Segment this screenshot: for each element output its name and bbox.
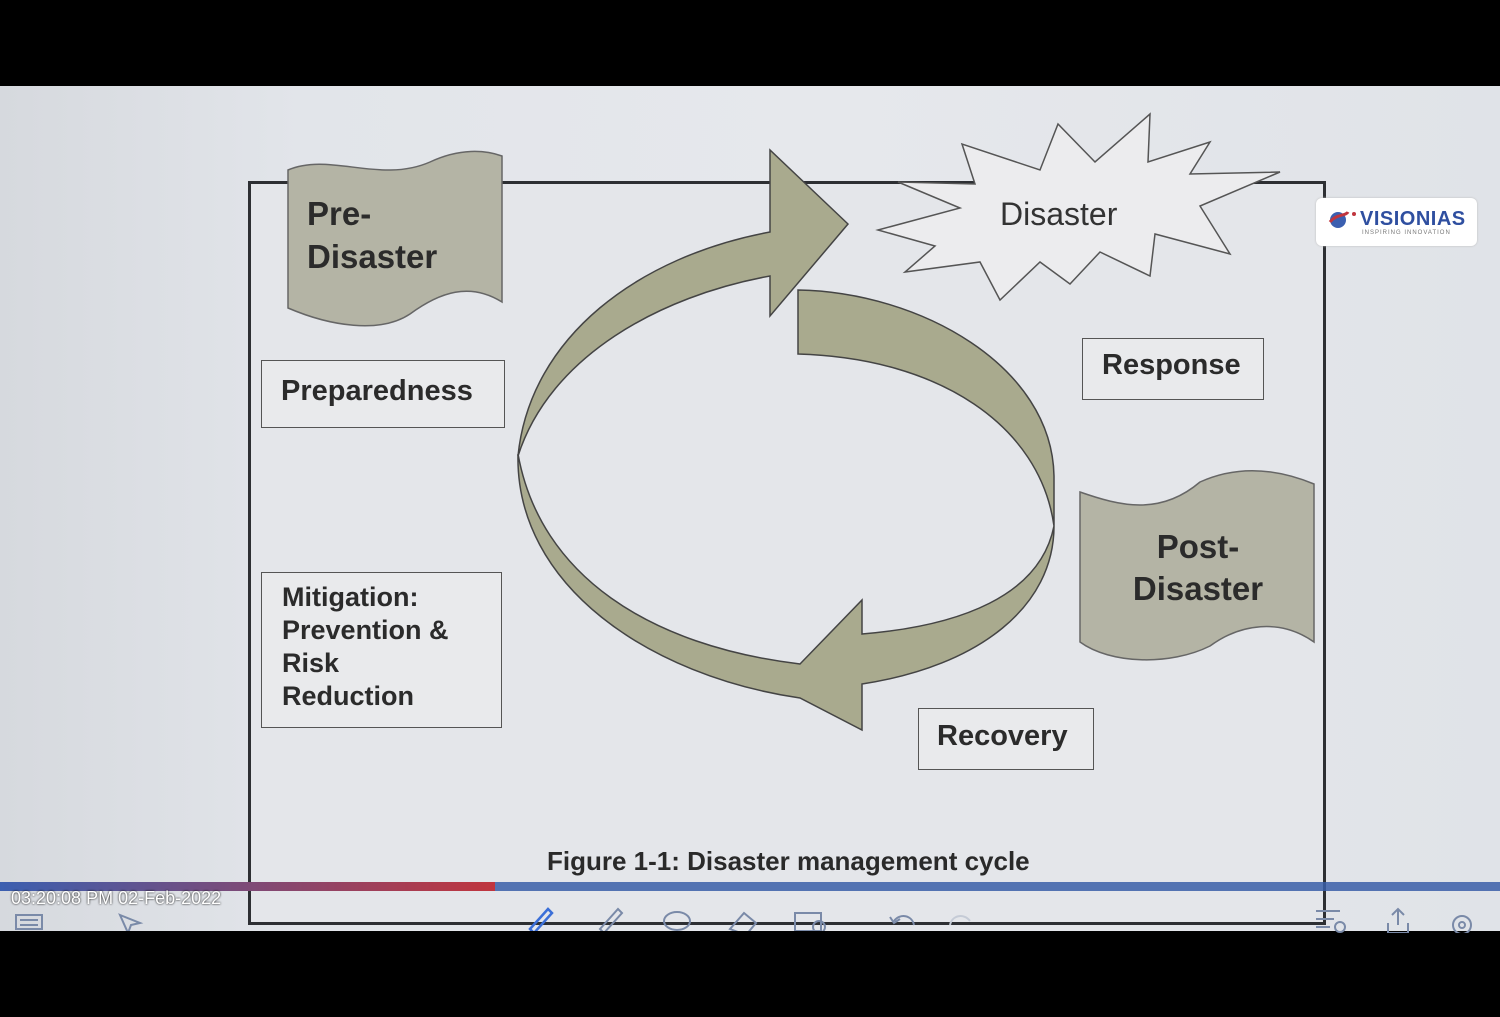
insert-image-icon[interactable] (792, 901, 830, 931)
cycle-band-right (797, 289, 1055, 527)
figure-caption: Figure 1-1: Disaster management cycle (547, 846, 1030, 876)
cycle-arrow-lower (517, 453, 1055, 732)
disaster-starburst (875, 112, 1281, 302)
cycle-arrow-upper (517, 148, 850, 457)
video-progress-bar[interactable] (0, 882, 1500, 891)
pre-disaster-line1: Pre- (307, 195, 372, 232)
undo-icon[interactable] (886, 901, 920, 931)
post-disaster-label: Post- Disaster (1128, 526, 1268, 610)
pre-disaster-label: Pre- Disaster (307, 192, 437, 278)
mitigation-line4: Reduction (282, 681, 414, 711)
pre-disaster-banner (287, 150, 503, 327)
page-settings-icon[interactable] (1312, 901, 1350, 933)
list-icon[interactable] (14, 901, 46, 931)
lasso-icon[interactable] (660, 901, 694, 931)
response-label: Response (1102, 349, 1241, 381)
preparedness-box: Preparedness (261, 360, 505, 428)
timestamp: 03:20:08 PM 02-Feb-2022 (11, 888, 222, 908)
recovery-box: Recovery (918, 708, 1094, 770)
visionias-logo: VISIONIAS INSPIRING INNOVATION (1316, 198, 1477, 246)
logo-brand: VISIONIAS (1360, 208, 1466, 230)
diagram-svg (287, 112, 1315, 732)
mitigation-line3: Risk (282, 648, 340, 678)
progress-fill (0, 882, 495, 891)
pen-icon[interactable] (524, 901, 556, 931)
progress-remaining (495, 882, 1500, 891)
pre-disaster-line2: Disaster (307, 238, 438, 275)
share-icon[interactable] (1384, 901, 1414, 933)
post-disaster-banner (1079, 470, 1315, 661)
pointer-icon[interactable] (114, 901, 144, 931)
response-box: Response (1082, 338, 1264, 400)
post-disaster-line1: Post- (1156, 528, 1240, 565)
mitigation-line1: Mitigation: (282, 582, 419, 612)
eraser-icon[interactable] (726, 901, 760, 931)
disaster-label: Disaster (1000, 196, 1118, 232)
preparedness-label: Preparedness (281, 375, 473, 407)
screen: Pre- Disaster Disaster Post- Disaster Pr… (0, 86, 1500, 931)
recovery-label: Recovery (937, 720, 1068, 752)
mitigation-line2: Prevention & (282, 615, 449, 645)
logo-tagline: INSPIRING INNOVATION (1362, 230, 1451, 236)
mitigation-box: Mitigation: Prevention & Risk Reduction (261, 572, 502, 728)
redo-icon[interactable] (944, 901, 978, 931)
pencil-icon[interactable] (594, 901, 626, 931)
visionias-logo-mark (1328, 211, 1356, 228)
post-disaster-line2: Disaster (1132, 570, 1264, 607)
settings-icon[interactable] (1448, 901, 1478, 933)
bottom-toolbar (0, 895, 1500, 933)
